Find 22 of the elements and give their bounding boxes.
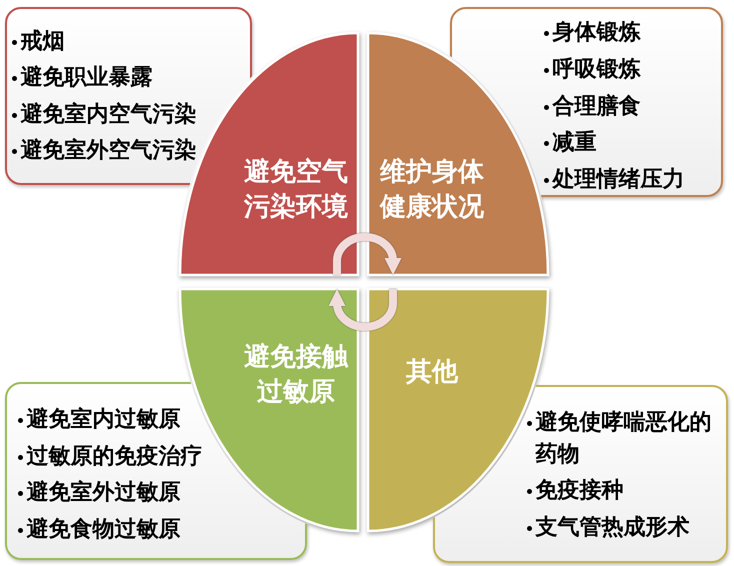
quadrant-label: 其他: [405, 356, 460, 388]
cycle-arrow: [333, 233, 402, 275]
list-item: 避免食物过敏原: [16, 514, 180, 544]
list-item: 避免室外空气污染: [10, 136, 196, 166]
list-item: 避免使哮喘恶化的药物: [526, 406, 718, 470]
list-item: 合理膳食: [542, 92, 640, 122]
list-item: 戒烟: [10, 26, 64, 56]
list-item: 支气管热成形术: [526, 512, 690, 544]
list-item: 避免室外过敏原: [16, 478, 180, 508]
list-item: 处理情绪压力: [542, 164, 684, 194]
quadrant-label: 避免空气污染环境: [242, 156, 349, 224]
quadrant-label: 避免接触过敏原: [243, 340, 350, 408]
list-item: 身体锻炼: [542, 18, 640, 48]
list-item: 过敏原的免疫治疗: [16, 442, 202, 472]
list-item: 减重: [542, 128, 596, 158]
list-item: 免疫接种: [526, 474, 624, 506]
quadrant-label: 维护身体健康状况: [378, 156, 485, 224]
list-item: 呼吸锻炼: [542, 54, 640, 84]
list-item: 避免室内空气污染: [10, 100, 196, 130]
list-item: 避免职业暴露: [10, 62, 152, 92]
cycle-arrow: [328, 289, 397, 331]
list-item: 避免室内过敏原: [16, 404, 180, 434]
